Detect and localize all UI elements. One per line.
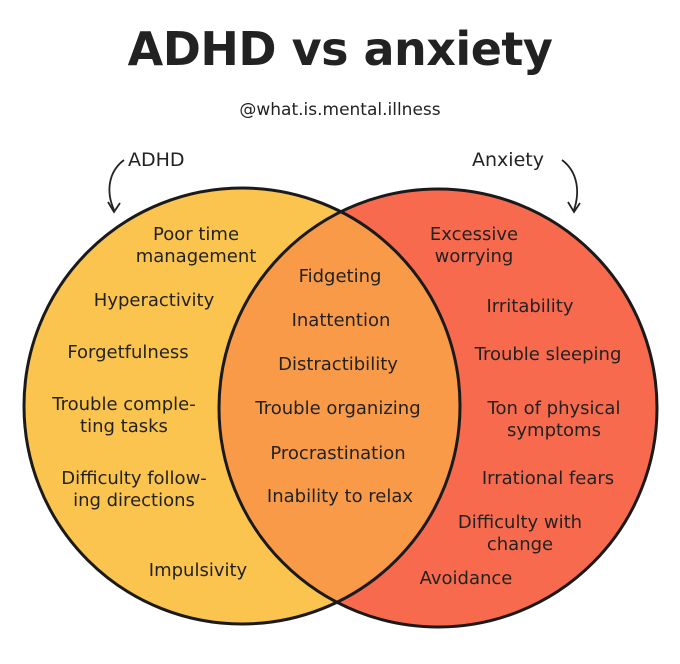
adhd-item: Difficulty follow-ing directions: [61, 468, 207, 511]
anxiety-item: Irrational fears: [482, 468, 614, 489]
shared-item: Procrastination: [270, 443, 405, 464]
anxiety-circle-outline: [217, 187, 659, 629]
shared-items: Fidgeting Inattention Distractibility Tr…: [254, 266, 420, 507]
shared-item: Inability to relax: [267, 486, 414, 507]
shared-item: Distractibility: [278, 354, 398, 375]
anxiety-arrow-icon: [561, 159, 578, 211]
anxiety-arrowhead-icon: [567, 201, 581, 214]
anxiety-set-label: Anxiety: [472, 149, 544, 171]
page-title: ADHD vs anxiety: [127, 22, 553, 76]
adhd-item: Hyperactivity: [94, 290, 215, 311]
anxiety-item: Trouble sleeping: [474, 344, 622, 365]
overlap-region: [219, 189, 460, 624]
adhd-item: Forgetfulness: [67, 342, 188, 363]
source-handle: @what.is.mental.illness: [239, 100, 441, 120]
anxiety-item: Avoidance: [420, 568, 513, 589]
adhd-set-label: ADHD: [128, 149, 185, 171]
adhd-arrow-icon: [108, 159, 125, 211]
adhd-arrowhead-icon: [107, 201, 121, 214]
adhd-item: Trouble comple-ting tasks: [51, 394, 195, 437]
shared-item: Inattention: [292, 310, 391, 331]
anxiety-item: Irritability: [486, 296, 573, 317]
adhd-item: Impulsivity: [149, 560, 248, 581]
adhd-circle-outline: [22, 186, 462, 626]
shared-item: Fidgeting: [299, 266, 382, 287]
shared-item: Trouble organizing: [254, 398, 420, 419]
